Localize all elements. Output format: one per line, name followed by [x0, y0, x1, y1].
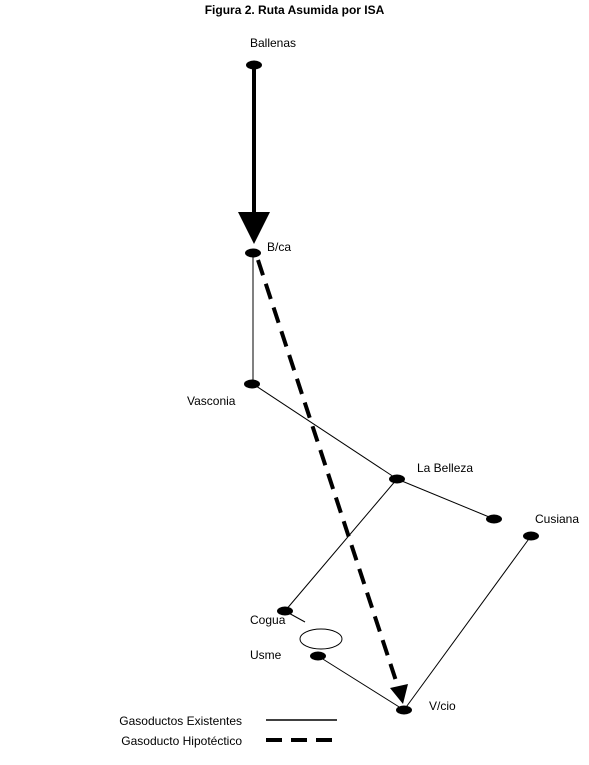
pipe-usme-vcio	[317, 655, 405, 711]
node-cogua	[277, 606, 293, 616]
node-cusiana-west	[486, 514, 502, 524]
pipe-labelleza-cusiana	[396, 478, 495, 520]
label-cusiana: Cusiana	[535, 512, 579, 526]
label-bca: B/ca	[267, 240, 291, 254]
label-ballenas: Ballenas	[250, 36, 296, 50]
node-vcio	[396, 705, 412, 715]
label-vcio: V/cio	[429, 699, 456, 713]
node-bca	[245, 248, 261, 258]
pipe-vasconia-labelleza	[252, 383, 398, 480]
label-usme: Usme	[250, 648, 282, 662]
legend-hypothetical-label: Gasoducto Hipotéctico	[121, 734, 242, 748]
label-cogua: Cogua	[250, 613, 286, 627]
label-la-belleza: La Belleza	[417, 461, 473, 475]
label-vasconia: Vasconia	[187, 394, 236, 408]
legend-existing-label: Gasoductos Existentes	[119, 714, 242, 728]
hypothetical-pipeline	[256, 259, 401, 691]
cogua-usme-ellipse	[299, 628, 343, 650]
node-ballenas	[246, 60, 262, 70]
node-la-belleza	[389, 474, 405, 484]
node-cusiana	[523, 531, 539, 541]
pipe-labelleza-cogua	[284, 478, 398, 612]
pipe-cusiana-vcio	[403, 535, 532, 711]
node-vasconia	[244, 379, 260, 389]
node-usme	[310, 651, 326, 661]
figure-title: Figura 2. Ruta Asumida por ISA	[204, 3, 385, 17]
hypothetical-arrow-head	[390, 684, 408, 704]
legend: Gasoductos Existentes Gasoducto Hipotéct…	[119, 714, 337, 748]
